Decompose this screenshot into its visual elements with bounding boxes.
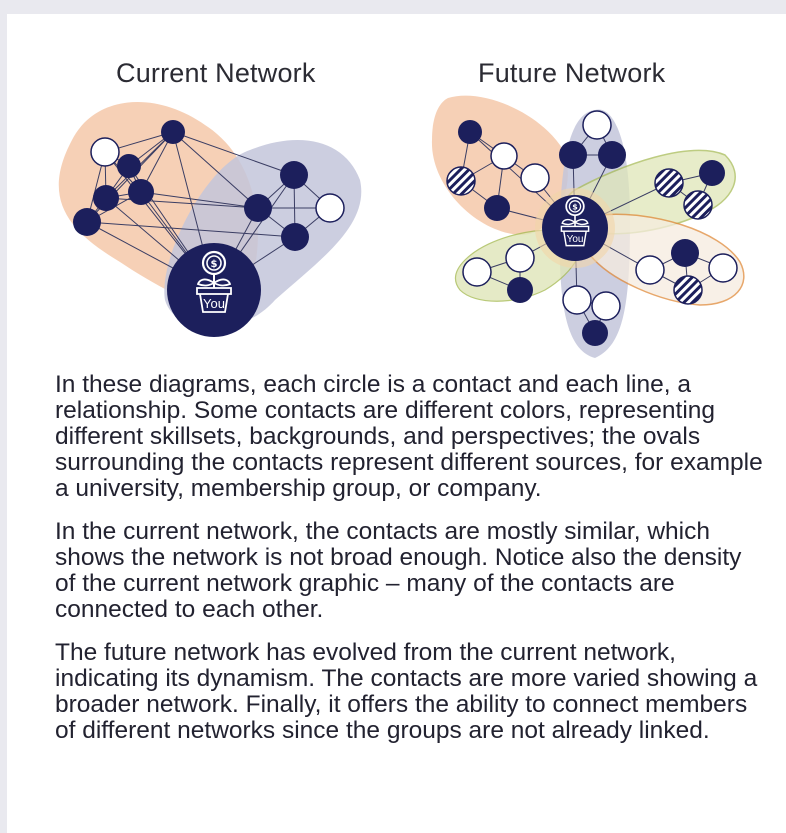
contact-node [462,257,492,287]
contact-node [635,255,665,285]
contact-node [699,160,725,186]
you-node-current: You [167,243,261,337]
current-network: You [58,102,362,337]
you-label-current: You [203,296,225,311]
contact-node [598,141,626,169]
paragraph-current-network: In the current network, the contacts are… [55,518,742,623]
contact-node [161,120,185,144]
contact-node [244,194,272,222]
contact-node [562,285,592,315]
contact-node-striped [654,168,684,198]
contact-node [708,253,738,283]
future-network-title: Future Network [478,58,666,88]
current-network-title: Current Network [116,58,316,88]
contact-node [281,223,309,251]
contact-node-striped [673,275,703,305]
contact-node [559,141,587,169]
contact-node [484,195,510,221]
contact-node [520,163,550,193]
contact-node [90,137,120,167]
you-node-future: You [535,188,615,268]
contact-node [458,120,482,144]
contact-node [117,154,141,178]
contact-node [582,110,612,140]
contact-node-striped [683,190,713,220]
paragraph-future-network: The future network has evolved from the … [55,639,758,744]
you-label-future: You [567,234,584,245]
contact-node [73,208,101,236]
contact-node [507,277,533,303]
contact-node [671,239,699,267]
contact-node [591,291,621,321]
future-network-contacts [446,110,738,346]
network-diagrams: $ [58,95,745,358]
future-network: You [431,95,745,358]
contact-node [505,243,535,273]
contact-node [280,161,308,189]
contact-node [490,142,518,170]
current-network-contacts [73,120,345,251]
paragraph-legend: In these diagrams, each circle is a cont… [55,371,763,502]
contact-node [582,320,608,346]
contact-node [315,193,345,223]
contact-node [128,179,154,205]
contact-node-striped [446,166,476,196]
contact-node [93,185,119,211]
